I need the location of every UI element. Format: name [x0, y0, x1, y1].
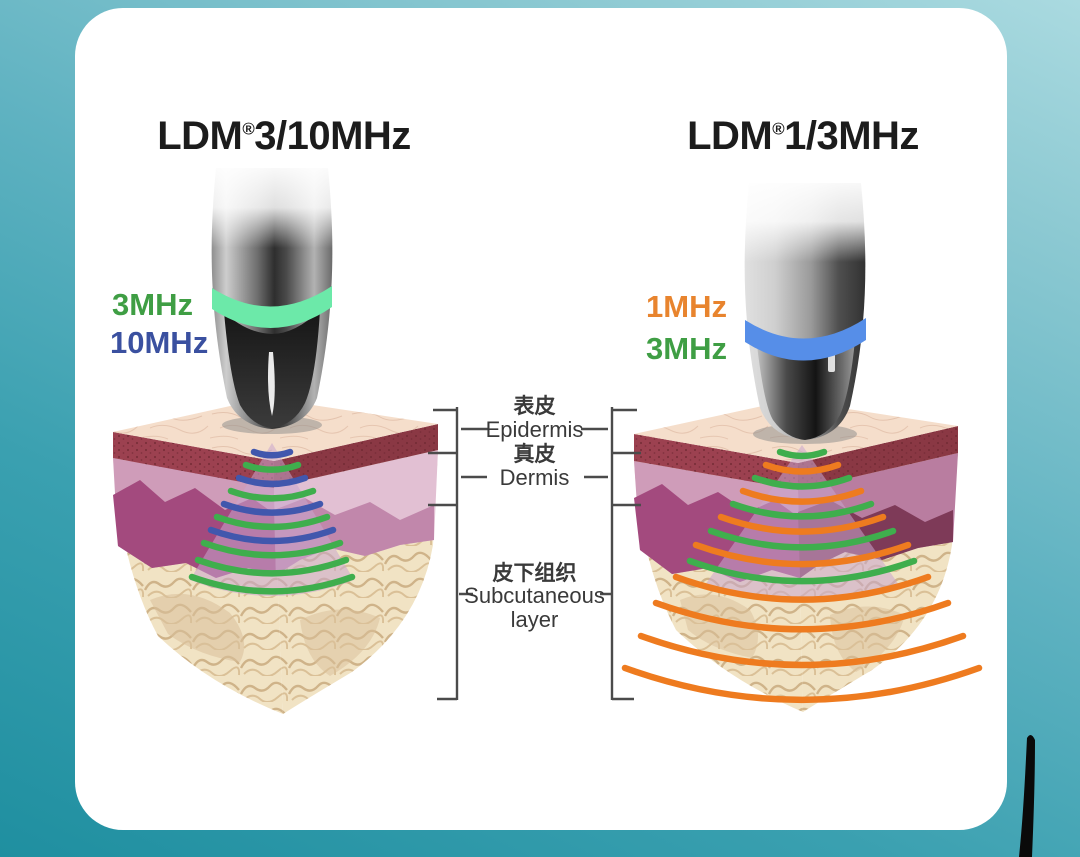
subcutaneous-shadow-blob	[150, 593, 245, 662]
right-freq-label-1mhz: 1MHz	[646, 289, 727, 324]
dermis-label-zh: 真皮	[513, 443, 556, 466]
depth-brackets	[428, 407, 641, 701]
handpiece-top-fade	[200, 158, 340, 248]
ultrasound-wave-arc	[188, 573, 356, 595]
green-frequency-band	[212, 286, 332, 329]
stray-mark	[1019, 734, 1035, 857]
ultrasound-wave-arc	[242, 461, 302, 473]
left-panel-title: LDM®3/10MHz	[119, 114, 449, 159]
ultrasound-wave-arc	[621, 664, 983, 704]
ultrasound-wave-arc	[227, 487, 317, 502]
left-freq-label-3mhz: 3MHz	[112, 287, 193, 322]
ultrasound-wave-arc	[213, 513, 331, 531]
subcutaneous-label-zh: 皮下组织	[492, 562, 577, 585]
left-ultrasound-cone	[190, 443, 354, 596]
subcutaneous-label-en-2: layer	[510, 607, 559, 632]
subcutaneous-label-en: Subcutaneous	[464, 583, 605, 608]
frequency-spec: 3/10MHz	[254, 114, 411, 158]
ultrasound-wave-arc	[776, 448, 828, 460]
ultrasound-wave-arc	[717, 513, 887, 535]
brand-name: LDM	[687, 114, 773, 158]
right-freq-label-3mhz: 3MHz	[646, 331, 727, 366]
right-handpiece	[735, 172, 875, 444]
registered-mark: ®	[772, 119, 785, 139]
epidermis-label-zh: 表皮	[513, 395, 556, 418]
epidermis-label-en: Epidermis	[485, 417, 584, 442]
ultrasound-wave-arc	[739, 487, 865, 505]
left-handpiece	[200, 158, 340, 434]
ultrasound-wave-arc	[200, 539, 344, 559]
registered-mark: ®	[242, 119, 255, 139]
handpiece-highlight	[268, 352, 275, 416]
ultrasound-wave-arc	[762, 461, 842, 475]
ultrasound-wave-arc	[220, 500, 324, 516]
ultrasound-wave-arc	[686, 557, 918, 585]
right-panel-title: LDM®1/3MHz	[638, 114, 968, 159]
left-freq-label-10mhz: 10MHz	[110, 325, 208, 360]
subcutaneous-shadow-blob	[300, 609, 380, 676]
handpiece-top-fade	[735, 172, 875, 262]
left-wave-arcs	[188, 448, 356, 595]
ultrasound-wave-arc	[194, 556, 350, 577]
ultrasound-wave-arc	[729, 500, 875, 520]
dermis-label-en: Dermis	[499, 465, 570, 490]
ultrasound-wave-arc	[707, 527, 897, 551]
ultrasound-wave-arc	[637, 632, 967, 669]
subcutaneous-shadow-blob	[680, 594, 759, 658]
ultrasound-wave-arc	[751, 474, 853, 490]
ultrasound-wave-arc	[652, 599, 952, 633]
blue-frequency-band	[745, 318, 866, 361]
brand-name: LDM	[157, 114, 243, 158]
ultrasound-wave-arc	[672, 573, 932, 603]
ultrasound-wave-arc	[692, 541, 912, 568]
ultrasound-wave-arc	[250, 448, 294, 459]
frequency-spec: 1/3MHz	[784, 114, 919, 158]
right-wave-arcs	[621, 448, 983, 704]
ultrasound-wave-arc	[235, 474, 309, 488]
ultrasound-wave-arc	[207, 526, 337, 545]
